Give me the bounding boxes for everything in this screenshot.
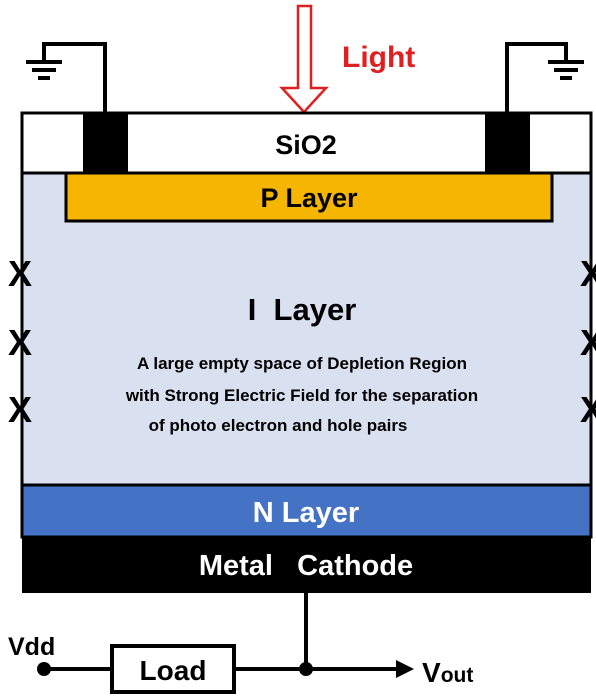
i-layer-description-line-1: A large empty space of Depletion Region bbox=[137, 354, 467, 373]
n-layer-label: N Layer bbox=[253, 497, 359, 529]
vout-label: Vout bbox=[422, 657, 473, 688]
vdd-label: Vdd bbox=[8, 633, 55, 661]
i-layer-label: I Layer bbox=[248, 292, 357, 327]
vout-subscript: out bbox=[441, 664, 474, 687]
load-label: Load bbox=[140, 655, 207, 686]
i-layer bbox=[20, 171, 593, 487]
left-side-mark-3: X bbox=[8, 389, 32, 430]
vout-main: V bbox=[422, 657, 441, 688]
right-side-mark-1: X bbox=[580, 253, 596, 294]
right-anode-contact bbox=[485, 113, 530, 173]
output-junction-node bbox=[299, 662, 313, 676]
sio2-label: SiO2 bbox=[275, 130, 337, 160]
n-layer bbox=[20, 483, 593, 539]
left-anode-contact bbox=[83, 113, 128, 173]
metal-cathode-layer bbox=[22, 537, 591, 593]
right-ground-symbol bbox=[505, 42, 584, 130]
right-side-mark-3: X bbox=[580, 389, 596, 430]
p-layer-label: P Layer bbox=[260, 183, 358, 213]
supply-junction-node bbox=[37, 662, 51, 676]
right-side-mark-2: X bbox=[580, 322, 596, 363]
load-resistor bbox=[110, 644, 236, 694]
output-circuit-wires bbox=[42, 593, 396, 671]
output-arrowhead bbox=[396, 660, 414, 678]
left-ground-symbol bbox=[26, 42, 107, 130]
i-layer-description-line-3: of photo electron and hole pairs bbox=[149, 416, 408, 435]
left-side-mark-1: X bbox=[8, 253, 32, 294]
light-arrow bbox=[279, 4, 329, 114]
p-layer bbox=[64, 171, 554, 223]
left-side-mark-2: X bbox=[8, 322, 32, 363]
light-label: Light bbox=[342, 41, 415, 74]
i-layer-description-line-2: with Strong Electric Field for the separ… bbox=[125, 386, 478, 405]
metal-cathode-label: Metal Cathode bbox=[199, 550, 413, 582]
